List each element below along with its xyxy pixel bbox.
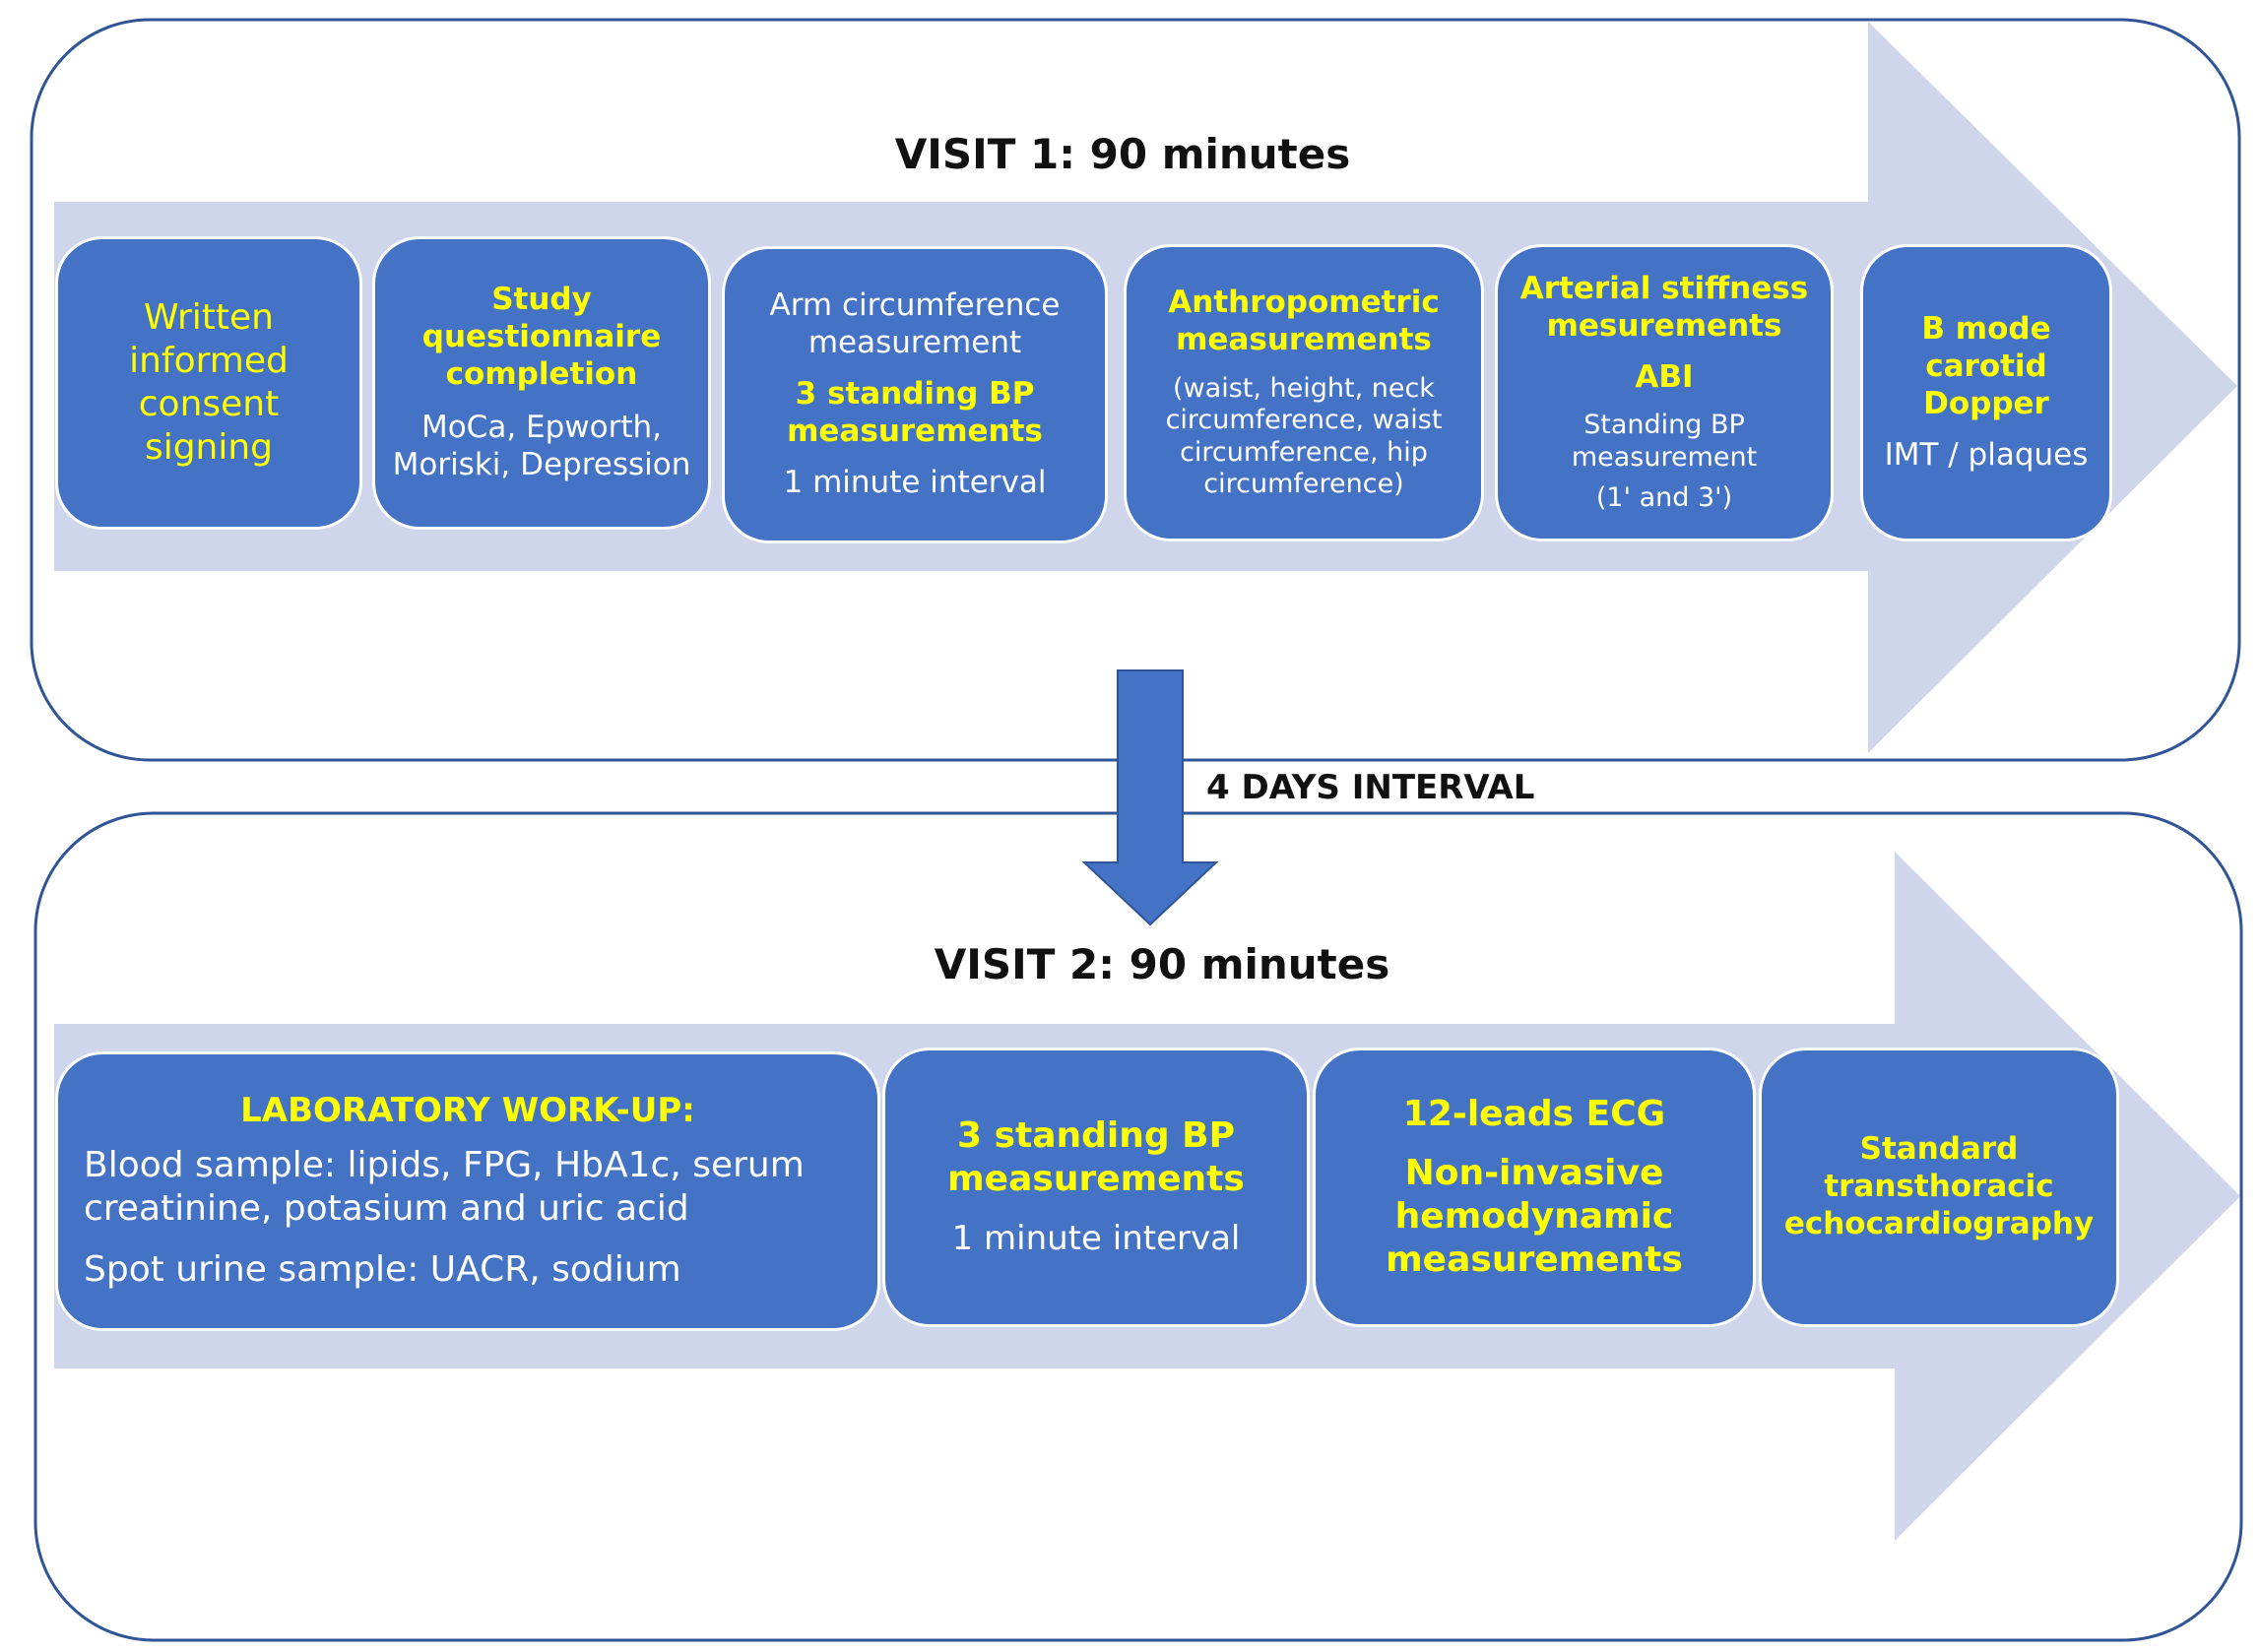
questionnaire-heading: Study <box>491 282 592 318</box>
abi-heading: ABI <box>1635 358 1694 395</box>
questionnaire-heading: questionnaire <box>421 319 662 355</box>
visit2-step-laboratory: LABORATORY WORK-UP: Blood sample: lipids… <box>55 1051 880 1331</box>
consent-line: informed <box>129 341 289 382</box>
arterial-detail: (1' and 3') <box>1595 482 1733 514</box>
visit2-title: VISIT 2: 90 minutes <box>934 940 1390 988</box>
carotid-detail: IMT / plaques <box>1884 436 2089 473</box>
hemodynamic-heading: measurements <box>1386 1239 1683 1280</box>
standing-bp-heading: 3 standing BP <box>956 1115 1235 1157</box>
laboratory-detail: Blood sample: lipids, FPG, HbA1c, serum <box>84 1144 805 1185</box>
arm-measurement-text: Arm circumference <box>769 287 1061 324</box>
hemodynamic-heading: Non-invasive <box>1404 1153 1664 1194</box>
arm-measurement-text: measurement <box>807 325 1022 361</box>
anthropometric-detail: circumference, hip <box>1180 436 1428 468</box>
anthropometric-heading: measurements <box>1176 322 1432 358</box>
visit1-step-carotid-doppler: B mode carotid Dopper IMT / plaques <box>1860 244 2112 541</box>
visit1-step-arterial-stiffness: Arterial stiffness mesurements ABI Stand… <box>1495 244 1834 541</box>
arterial-heading: mesurements <box>1546 307 1782 344</box>
questionnaire-detail: MoCa, Epworth, <box>420 409 663 445</box>
visit1-step-anthropometric: Anthropometric measurements (waist, heig… <box>1124 244 1484 541</box>
bp-interval-text: 1 minute interval <box>951 1219 1241 1259</box>
laboratory-detail: Spot urine sample: UACR, sodium <box>84 1248 681 1290</box>
arterial-detail: measurement <box>1571 442 1758 474</box>
anthropometric-heading: Anthropometric <box>1168 285 1440 321</box>
laboratory-heading: LABORATORY WORK-UP: <box>240 1091 695 1131</box>
carotid-heading: Dopper <box>1923 386 2049 421</box>
visit1-title: VISIT 1: 90 minutes <box>894 130 1351 178</box>
anthropometric-detail: circumference) <box>1203 469 1404 500</box>
hemodynamic-heading: hemodynamic <box>1394 1196 1674 1237</box>
visit2-step-ecg-hemodynamic: 12-leads ECG Non-invasive hemodynamic me… <box>1313 1048 1756 1327</box>
visit1-step-questionnaire: Study questionnaire completion MoCa, Epw… <box>372 236 711 530</box>
arterial-heading: Arterial stiffness <box>1519 270 1809 306</box>
ecg-heading: 12-leads ECG <box>1402 1094 1666 1135</box>
arterial-detail: Standing BP <box>1583 410 1745 441</box>
questionnaire-heading: completion <box>445 356 638 393</box>
questionnaire-detail: Moriski, Depression <box>392 446 691 482</box>
standing-bp-heading: measurements <box>787 413 1043 449</box>
laboratory-detail: creatinine, potasium and uric acid <box>84 1187 689 1229</box>
bp-interval-text: 1 minute interval <box>783 464 1047 500</box>
consent-line: consent <box>138 384 280 424</box>
visit1-step-bp: Arm circumference measurement 3 standing… <box>722 246 1108 543</box>
visit2-step-echocardiography: Standard transthoracic echocardiography <box>1759 1048 2119 1327</box>
echo-heading: echocardiography <box>1783 1205 2095 1241</box>
down-arrow-icon <box>1081 669 1219 926</box>
visit1-step-consent: Written informed consent signing <box>55 236 362 530</box>
standing-bp-heading: measurements <box>947 1159 1245 1200</box>
standing-bp-heading: 3 standing BP <box>795 376 1035 413</box>
echo-heading: Standard <box>1859 1131 2019 1168</box>
visit2-step-bp: 3 standing BP measurements 1 minute inte… <box>882 1048 1310 1327</box>
carotid-heading: carotid <box>1925 349 2047 385</box>
carotid-heading: B mode <box>1921 311 2051 348</box>
consent-line: signing <box>144 426 274 468</box>
anthropometric-detail: (waist, height, neck <box>1173 373 1435 405</box>
anthropometric-detail: circumference, waist <box>1165 405 1443 436</box>
echo-heading: transthoracic <box>1824 1169 2054 1205</box>
interval-label: 4 DAYS INTERVAL <box>1206 768 1535 807</box>
consent-line: Written <box>144 297 274 339</box>
